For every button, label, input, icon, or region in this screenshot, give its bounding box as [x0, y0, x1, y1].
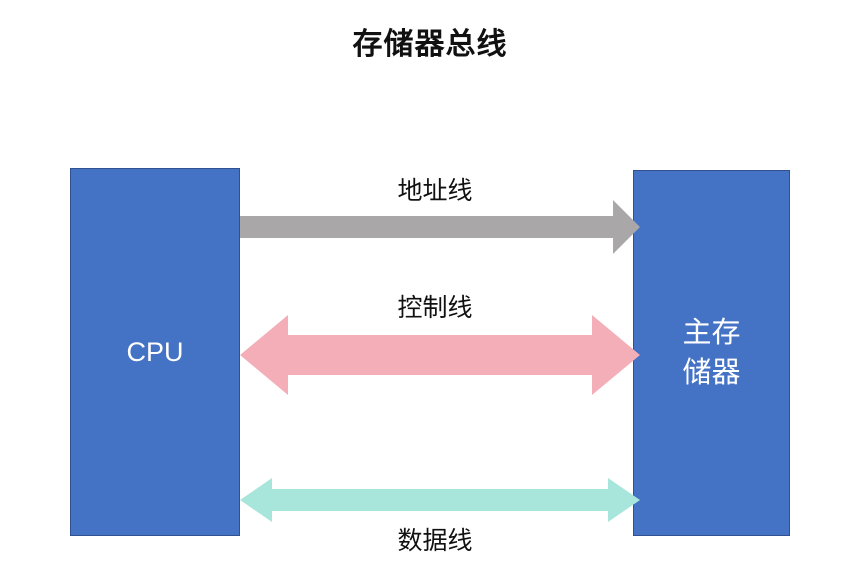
- cpu-block: CPU: [70, 168, 240, 536]
- control-bus-label: 控制线: [397, 294, 473, 322]
- data-bus-label: 数据线: [397, 527, 473, 555]
- memory-block-label: 主存 储器: [682, 317, 741, 389]
- page-title: 存储器总线: [352, 28, 508, 61]
- cpu-block-label: CPU: [126, 337, 184, 367]
- data-bus-arrow: [240, 478, 640, 522]
- memory-block: 主存 储器: [633, 170, 790, 536]
- address-bus-label: 地址线: [397, 177, 473, 205]
- address-bus-arrow: [240, 200, 640, 254]
- control-bus-arrow: [240, 315, 640, 395]
